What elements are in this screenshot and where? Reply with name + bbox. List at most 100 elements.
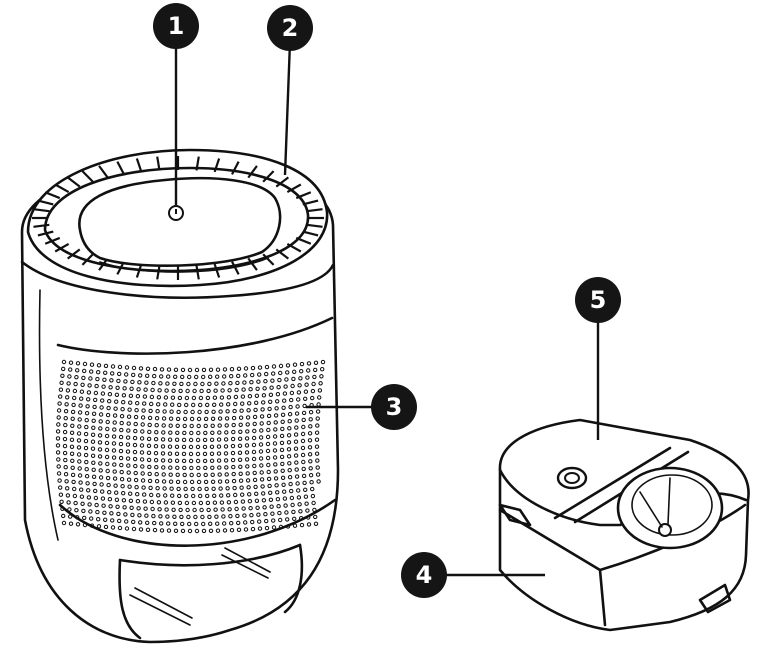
- perforation-dot: [300, 445, 306, 451]
- perforation-dot: [242, 513, 247, 518]
- perforation-dot: [294, 460, 299, 465]
- perforation-dot: [233, 492, 238, 498]
- perforation-dot: [280, 461, 285, 467]
- perforation-dot: [154, 472, 159, 477]
- perforation-dot: [77, 473, 83, 478]
- perforation-dot: [98, 468, 103, 473]
- perforation-dot: [209, 444, 215, 449]
- perforation-dot: [280, 412, 286, 417]
- perforation-dot: [138, 366, 144, 371]
- perforation-dot: [296, 397, 301, 402]
- perforation-dot: [163, 500, 169, 505]
- perforation-dot: [238, 471, 243, 476]
- perforation-dot: [217, 430, 222, 435]
- perforation-dot: [265, 441, 271, 447]
- perforation-dot: [260, 484, 265, 489]
- perforation-dot: [178, 507, 183, 513]
- perforation-dot: [175, 423, 180, 428]
- perforation-dot: [111, 441, 117, 446]
- perforation-dot: [78, 480, 83, 485]
- perforation-dot: [93, 495, 99, 501]
- perforation-dot: [138, 527, 144, 532]
- perforation-dot: [218, 409, 223, 414]
- perforation-dot: [276, 385, 281, 390]
- perforation-dot: [272, 441, 278, 446]
- perforation-dot: [58, 485, 63, 490]
- perforation-dot: [245, 471, 250, 476]
- perforation-dot: [192, 507, 197, 513]
- perforation-dot: [212, 500, 218, 505]
- perforation-dot: [134, 408, 139, 413]
- perforation-dot: [231, 471, 236, 477]
- perforation-dot: [119, 420, 124, 426]
- perforation-dot: [272, 455, 278, 460]
- tank-lid-port-icon: [556, 466, 588, 490]
- power-icon: [168, 205, 184, 221]
- perforation-dot: [317, 388, 323, 393]
- perforation-dot: [236, 366, 242, 371]
- perforation-dot: [95, 509, 100, 515]
- perforation-dot: [159, 367, 165, 372]
- perforation-dot: [233, 394, 239, 400]
- perforation-dot: [85, 404, 90, 409]
- perforation-dot: [248, 387, 253, 392]
- perforation-dot: [87, 383, 92, 388]
- perforation-dot: [233, 499, 239, 505]
- perforation-dot: [82, 515, 87, 521]
- perforation-dot: [182, 423, 187, 429]
- perforation-dot: [250, 365, 256, 371]
- perforation-dot: [126, 421, 131, 426]
- perforation-dot: [304, 382, 309, 387]
- perforation-dot: [147, 422, 152, 428]
- perforation-dot: [156, 402, 161, 407]
- perforation-dot: [166, 528, 172, 533]
- perforation-dot: [296, 488, 301, 493]
- perforation-dot: [153, 437, 159, 442]
- perforation-dot: [293, 432, 299, 437]
- perforation-dot: [81, 375, 86, 381]
- perforation-dot: [161, 430, 166, 435]
- perforation-dot: [61, 520, 67, 526]
- perforation-dot: [85, 481, 90, 486]
- perforation-dot: [236, 373, 241, 379]
- perforation-dot: [250, 372, 255, 378]
- grille-slat: [37, 230, 54, 237]
- perforation-dot: [154, 423, 159, 428]
- perforation-dot: [273, 476, 279, 481]
- perforation-dot: [136, 387, 141, 392]
- perforation-dot: [86, 390, 92, 395]
- perforation-dot: [117, 364, 123, 370]
- perforation-dot: [102, 510, 107, 515]
- perforation-dot: [266, 476, 272, 482]
- perforation-dot: [195, 458, 201, 464]
- perforation-dot: [272, 448, 278, 453]
- perforation-dot: [167, 451, 173, 456]
- perforation-dot: [196, 430, 201, 436]
- perforation-dot: [237, 450, 243, 455]
- grille-slat: [66, 176, 81, 188]
- perforation-dot: [115, 385, 120, 390]
- perforation-dot: [56, 408, 62, 413]
- perforation-dot: [175, 416, 181, 422]
- perforation-dot: [118, 434, 124, 440]
- perforation-dot: [310, 388, 316, 394]
- perforation-dot: [124, 372, 129, 377]
- perforation-dot: [275, 392, 281, 397]
- perforation-dot: [260, 407, 265, 412]
- perforation-dot: [276, 504, 281, 509]
- perforation-dot: [190, 486, 195, 492]
- perforation-dot: [315, 423, 320, 428]
- perforation-dot: [188, 437, 194, 443]
- perforation-dot: [223, 458, 229, 463]
- perforation-dot: [63, 409, 69, 414]
- perforation-dot: [150, 506, 155, 512]
- perforation-dot: [220, 507, 225, 512]
- perforation-dot: [140, 471, 145, 476]
- perforation-dot: [287, 426, 292, 431]
- perforation-dot: [293, 453, 299, 458]
- perforation-dot: [314, 430, 320, 435]
- perforation-dot: [313, 360, 319, 365]
- perforation-dot: [270, 378, 275, 383]
- perforation-dot: [88, 376, 93, 381]
- perforation-dot: [152, 527, 158, 533]
